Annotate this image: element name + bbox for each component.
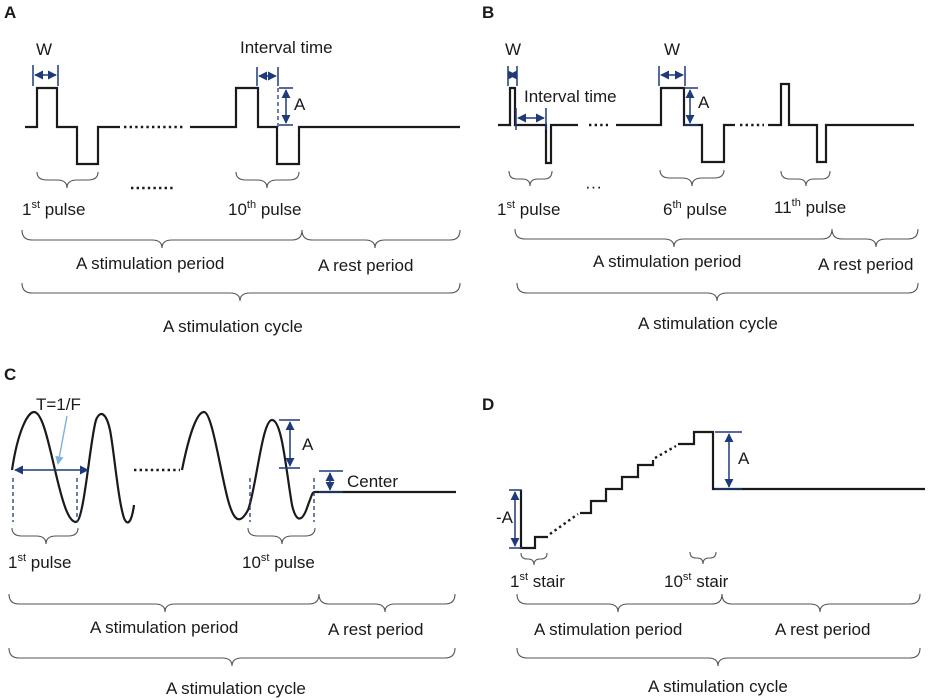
panel-b-interval-label: Interval time	[524, 87, 617, 106]
panel-b-w-label-2: W	[664, 40, 680, 59]
panel-a-pulse-train-end	[190, 86, 460, 166]
panel-c-rest-period-label: A rest period	[328, 620, 423, 639]
panel-c-brace-cycle	[8, 647, 456, 667]
panel-c-brace-pulse1	[11, 527, 79, 545]
panel-a-pulse10-label: 10th pulse	[228, 199, 301, 219]
panel-d-stim-period-label: A stimulation period	[534, 620, 682, 639]
panel-c-center-ticks	[319, 470, 343, 493]
panel-a-brace-pulse1	[36, 171, 99, 189]
panel-b-stim-period-label: A stimulation period	[593, 252, 741, 271]
panel-b-interval-ticks	[515, 108, 547, 130]
panel-c-period-label: T=1/F	[36, 395, 81, 414]
panel-b-pulse-train-2	[616, 86, 735, 164]
panel-b: B ··· W W Interval time A 1st pulse 6th …	[482, 3, 919, 333]
panel-a-brace-stim-period	[21, 229, 303, 249]
panel-a-interval-label: Interval time	[240, 38, 333, 57]
panel-d-brace-rest-period	[721, 593, 921, 613]
panel-c-pulse1-guides	[12, 478, 78, 522]
panel-c-stim-period-label: A stimulation period	[90, 618, 238, 637]
panel-d-brace-cycle	[516, 647, 921, 667]
panel-c-amplitude-label: A	[302, 435, 314, 454]
panel-d-rest-period-label: A rest period	[775, 620, 870, 639]
panel-b-brace-stim-period	[514, 228, 833, 248]
panel-a-brace-cycle	[21, 282, 461, 302]
panel-c-brace-pulse10	[247, 527, 316, 545]
panel-d-staircase-mid	[580, 460, 655, 515]
panel-b-brace-cycle	[516, 282, 919, 302]
panel-d: D -A A 1st stair 10st stair A stimulatio…	[482, 395, 925, 696]
panel-d-letter: D	[482, 395, 494, 414]
panel-a-cycle-label: A stimulation cycle	[163, 317, 303, 336]
panel-a-w-ticks	[32, 65, 59, 86]
panel-c-pulse10-label: 10st pulse	[242, 552, 315, 572]
panel-a-brace-rest-period	[301, 229, 461, 249]
panel-c-sine-wave-1	[10, 410, 136, 524]
panel-a: A W Interval time A 1st pulse 10th pulse…	[4, 3, 461, 336]
panel-d-ellipsis-line-1	[549, 513, 579, 535]
panel-b-pulse6-label: 6th pulse	[663, 199, 727, 219]
panel-b-rest-period-label: A rest period	[818, 255, 913, 274]
panel-d-brace-stair10	[689, 551, 717, 565]
panel-b-cycle-label: A stimulation cycle	[638, 314, 778, 333]
panel-a-amplitude-ticks	[279, 87, 293, 126]
panel-c-amplitude-ticks	[279, 419, 300, 469]
panel-c-brace-rest-period	[318, 593, 456, 613]
panel-c: C T=1/F A Center 1st pulse 10st pulse A …	[4, 365, 456, 698]
panel-d-neg-amplitude-label: -A	[496, 508, 514, 527]
panel-b-ellipsis-below: ···	[585, 177, 602, 196]
panel-b-pulse1-label: 1st pulse	[497, 199, 560, 219]
panel-d-cycle-label: A stimulation cycle	[648, 677, 788, 696]
panel-d-ellipsis-line-2	[654, 444, 677, 460]
panel-d-brace-stim-period	[516, 593, 723, 613]
panel-c-cycle-label: A stimulation cycle	[166, 679, 306, 698]
panel-d-amplitude-label: A	[738, 449, 750, 468]
panel-b-brace-pulse11	[780, 170, 831, 187]
panel-c-pulse1-label: 1st pulse	[8, 552, 71, 572]
panel-b-letter: B	[482, 3, 494, 22]
panel-d-brace-stair1	[520, 552, 548, 566]
panel-b-amplitude-label: A	[698, 93, 710, 112]
panel-b-w-ticks-1	[507, 66, 518, 86]
panel-b-brace-rest-period	[831, 228, 919, 248]
panel-c-brace-stim-period	[8, 593, 320, 613]
panel-b-pulse-train-1	[498, 86, 578, 165]
panel-c-period-pointer	[55, 415, 68, 465]
panel-b-brace-pulse1	[508, 170, 553, 187]
panel-d-neg-amplitude-ticks	[509, 489, 522, 549]
panel-b-w-ticks-2	[658, 66, 686, 86]
panel-d-amplitude-ticks	[715, 431, 742, 490]
panel-a-pulse1-label: 1st pulse	[22, 199, 85, 219]
panel-c-center-label: Center	[347, 472, 398, 491]
panel-c-sine-wave-2	[180, 410, 456, 521]
panel-a-w-label: W	[36, 40, 52, 59]
panel-a-rest-period-label: A rest period	[318, 256, 413, 275]
panel-a-pulse-train	[25, 86, 120, 166]
panel-d-staircase-end	[678, 430, 925, 491]
panel-a-interval-ticks	[256, 67, 279, 86]
panel-d-stair10-label: 10st stair	[664, 571, 729, 591]
panel-b-w-label-1: W	[505, 40, 521, 59]
panel-a-brace-pulse10	[235, 171, 300, 189]
panel-c-pulse10-guides	[249, 478, 315, 522]
panel-b-pulse11-label: 11th pulse	[774, 197, 846, 217]
panel-b-pulse-train-3	[768, 82, 914, 164]
panel-a-stim-period-label: A stimulation period	[76, 254, 224, 273]
panel-b-brace-pulse6	[659, 169, 725, 187]
panel-d-stair1-label: 1st stair	[510, 571, 565, 591]
panel-a-letter: A	[4, 3, 16, 22]
panel-a-amplitude-label: A	[294, 95, 306, 114]
panel-c-letter: C	[4, 365, 16, 384]
panel-b-amplitude-ticks	[684, 87, 698, 126]
panel-d-staircase-start	[519, 490, 548, 550]
